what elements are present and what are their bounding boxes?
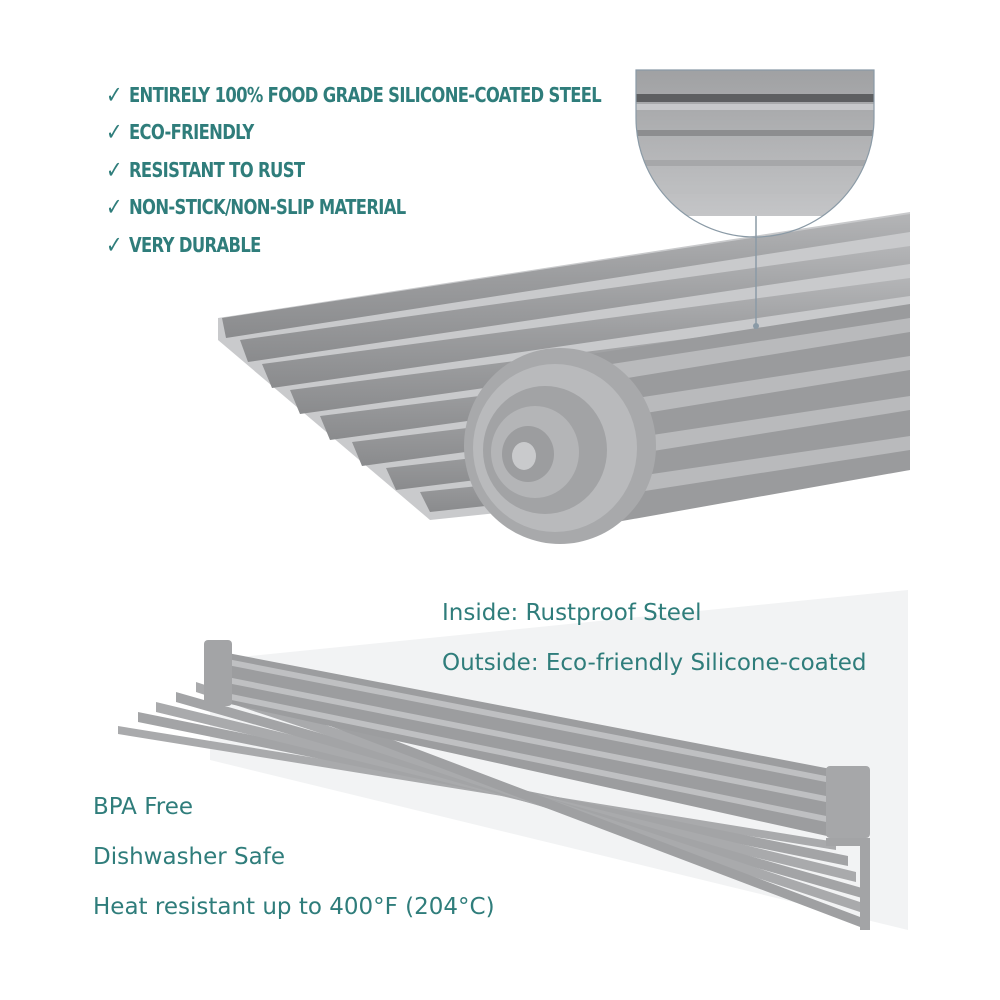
unrolled-mat-illustration: [118, 590, 908, 930]
feature-text: ENTIRELY 100% FOOD GRADE SILICONE-COATED…: [128, 82, 602, 107]
feature-text: VERY DURABLE: [128, 232, 261, 257]
rolled-mat-illustration: [218, 200, 910, 544]
feature-item: ✓ ECO-FRIENDLY: [106, 114, 601, 152]
feature-item: ✓ ENTIRELY 100% FOOD GRADE SILICONE-COAT…: [106, 76, 602, 114]
check-icon: ✓: [106, 80, 122, 109]
dishwasher-safe-text: Dishwasher Safe: [93, 844, 285, 870]
feature-checklist: ✓ ENTIRELY 100% FOOD GRADE SILICONE-COAT…: [106, 76, 710, 264]
inside-material-text: Inside: Rustproof Steel: [442, 600, 702, 626]
zoom-magnifier-callout: [635, 69, 875, 238]
feature-text: ECO-FRIENDLY: [128, 120, 254, 145]
check-icon: ✓: [106, 155, 122, 184]
check-icon: ✓: [106, 193, 122, 222]
feature-item: ✓ RESISTANT TO RUST: [106, 151, 601, 189]
check-icon: ✓: [106, 230, 122, 259]
heat-resistant-text: Heat resistant up to 400°F (204°C): [93, 894, 495, 920]
feature-text: RESISTANT TO RUST: [128, 157, 305, 182]
feature-item: ✓ VERY DURABLE: [106, 226, 601, 264]
feature-item: ✓ NON-STICK/NON-SLIP MATERIAL: [106, 189, 601, 227]
bpa-free-text: BPA Free: [93, 794, 194, 820]
outside-material-text: Outside: Eco-friendly Silicone-coated: [442, 650, 867, 676]
feature-text: NON-STICK/NON-SLIP MATERIAL: [128, 195, 406, 220]
check-icon: ✓: [106, 118, 122, 147]
